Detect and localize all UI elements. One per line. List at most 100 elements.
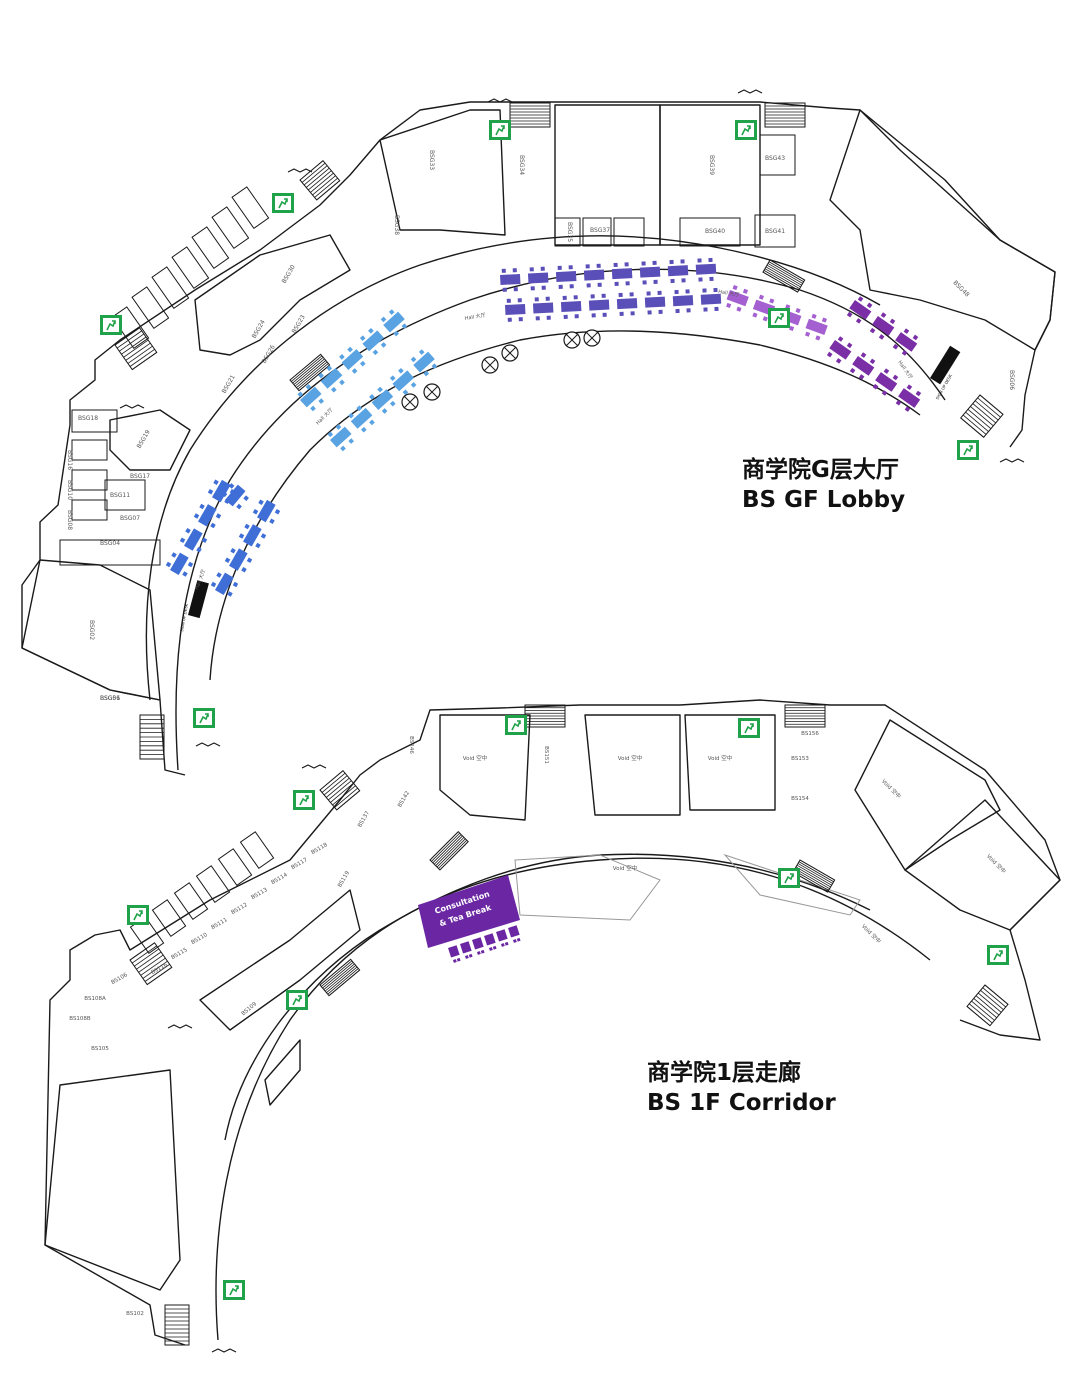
seat: [826, 351, 833, 358]
room-label: BSG48: [951, 279, 970, 298]
first-floor-caption: 商学院1层走廊 BS 1F Corridor: [647, 1058, 836, 1118]
seat: [310, 405, 316, 412]
west-room-wall: [59, 539, 161, 566]
stair-step: [328, 780, 352, 801]
room-label: BSG56: [100, 695, 120, 702]
seat: [703, 307, 708, 312]
first-floor-walls: [44, 699, 1061, 1353]
room-label: BSG01: [100, 695, 120, 702]
first-floor-south-wall: [44, 1244, 186, 1346]
classroom-strip-cell: [173, 882, 209, 921]
emergency-exit-icon: [193, 708, 215, 728]
stair-step: [140, 957, 166, 976]
stair-icon: [509, 102, 551, 128]
consultation-table: [471, 937, 484, 950]
seat: [530, 286, 535, 291]
seat: [213, 479, 219, 485]
stair-icon: [114, 327, 158, 371]
stair-step: [795, 866, 831, 888]
room-label: BS114: [270, 872, 289, 886]
seat: [196, 547, 202, 553]
room-bsg33-wall: [379, 109, 506, 236]
seating-table: [527, 272, 549, 284]
seat: [359, 335, 366, 341]
exit-runner-icon: [741, 125, 751, 136]
stair-frame: [960, 394, 1004, 438]
room-label: BS118: [310, 842, 329, 856]
room-label: BS106: [110, 972, 129, 986]
seat: [359, 360, 366, 367]
sign-up-desk: [930, 345, 961, 385]
seat: [348, 412, 354, 419]
stair-step: [330, 782, 354, 803]
stair-step: [767, 263, 803, 284]
seat: [713, 287, 718, 293]
stair-step: [980, 990, 1004, 1010]
exit-runner-icon: [229, 1285, 239, 1296]
exit-runner-icon: [299, 795, 309, 806]
stair-step: [136, 951, 162, 970]
stair-step: [312, 175, 336, 196]
stair-step: [433, 835, 463, 865]
seat: [769, 298, 775, 304]
seat: [866, 302, 873, 309]
seat: [892, 343, 899, 350]
classroom-strip-cell: [171, 246, 210, 290]
seating-table: [852, 356, 875, 376]
ground-floor-walls: [21, 89, 1056, 776]
hall-label: Hall 大厅: [314, 406, 334, 426]
room-label: BSG07: [120, 515, 140, 522]
seat: [171, 552, 177, 558]
seat: [903, 328, 910, 334]
east-room-wall: [582, 217, 612, 247]
seating-table: [170, 552, 189, 575]
room-bs109-wall: [199, 889, 361, 1031]
seat: [468, 953, 473, 958]
seat: [456, 957, 461, 962]
seating-table: [413, 351, 435, 373]
emergency-exit-icon: [957, 440, 979, 460]
classroom-strip-cell: [131, 286, 170, 330]
seat: [857, 296, 864, 302]
seating-table: [330, 426, 352, 448]
emergency-exit-icon: [127, 905, 149, 925]
seat: [348, 438, 355, 444]
seating-cluster: [726, 285, 828, 341]
seat: [702, 288, 707, 293]
seat: [846, 311, 853, 318]
room-label: BSG18: [78, 415, 98, 422]
classroom-strip-cell: [239, 831, 275, 870]
exit-runner-icon: [199, 713, 209, 724]
stair-step: [308, 170, 332, 191]
seat: [380, 316, 387, 323]
stair-step: [321, 772, 346, 793]
void-label: Void 空中: [880, 777, 903, 800]
seating-table: [505, 303, 526, 315]
seating-table: [872, 316, 895, 336]
stair-step: [127, 345, 153, 364]
seating-table: [225, 484, 246, 507]
seat: [878, 334, 885, 340]
stair-frame: [319, 958, 361, 997]
seat: [674, 289, 679, 295]
seat: [297, 391, 304, 398]
seating-table: [875, 372, 898, 392]
void-mid-wall: [584, 714, 681, 816]
stair-step: [796, 864, 832, 886]
ground-floor-caption: 商学院G层大厅 BS GF Lobby: [742, 455, 905, 515]
hall-label: Hall 大厅: [896, 359, 914, 380]
emergency-exit-icon: [223, 1280, 245, 1300]
stair-step: [982, 987, 1006, 1008]
seat: [795, 307, 801, 314]
room-label: BS146: [408, 736, 414, 754]
room-label: BS109: [241, 1001, 259, 1017]
seat: [339, 379, 345, 386]
stair-step: [314, 177, 338, 198]
seating-table: [583, 269, 605, 281]
east-room-wall: [754, 214, 796, 248]
seat: [244, 523, 250, 530]
room-bs102-wall: [44, 1069, 181, 1291]
stair-frame: [792, 859, 836, 893]
east-room-wall: [679, 217, 741, 247]
room-label: BS154: [791, 796, 809, 802]
